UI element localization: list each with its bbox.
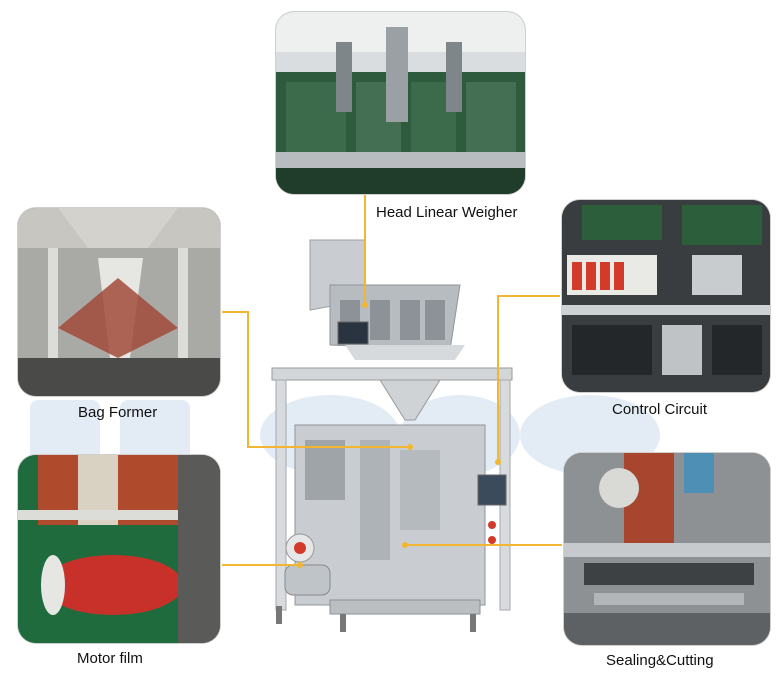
motor-film-photo [18,455,220,643]
head-weigher-label: Head Linear Weigher [376,204,518,221]
motor-film-label: Motor film [77,650,143,667]
head-weigher-photo [276,12,525,194]
control-circuit-label: Control Circuit [612,401,708,418]
sealing-cutting-label: Sealing&Cutting [606,652,714,669]
control-circuit-photo [562,200,770,392]
sealing-cutting-photo [564,453,770,645]
bag-former-photo [18,208,220,396]
bag-former-label: Bag Former [78,404,158,421]
